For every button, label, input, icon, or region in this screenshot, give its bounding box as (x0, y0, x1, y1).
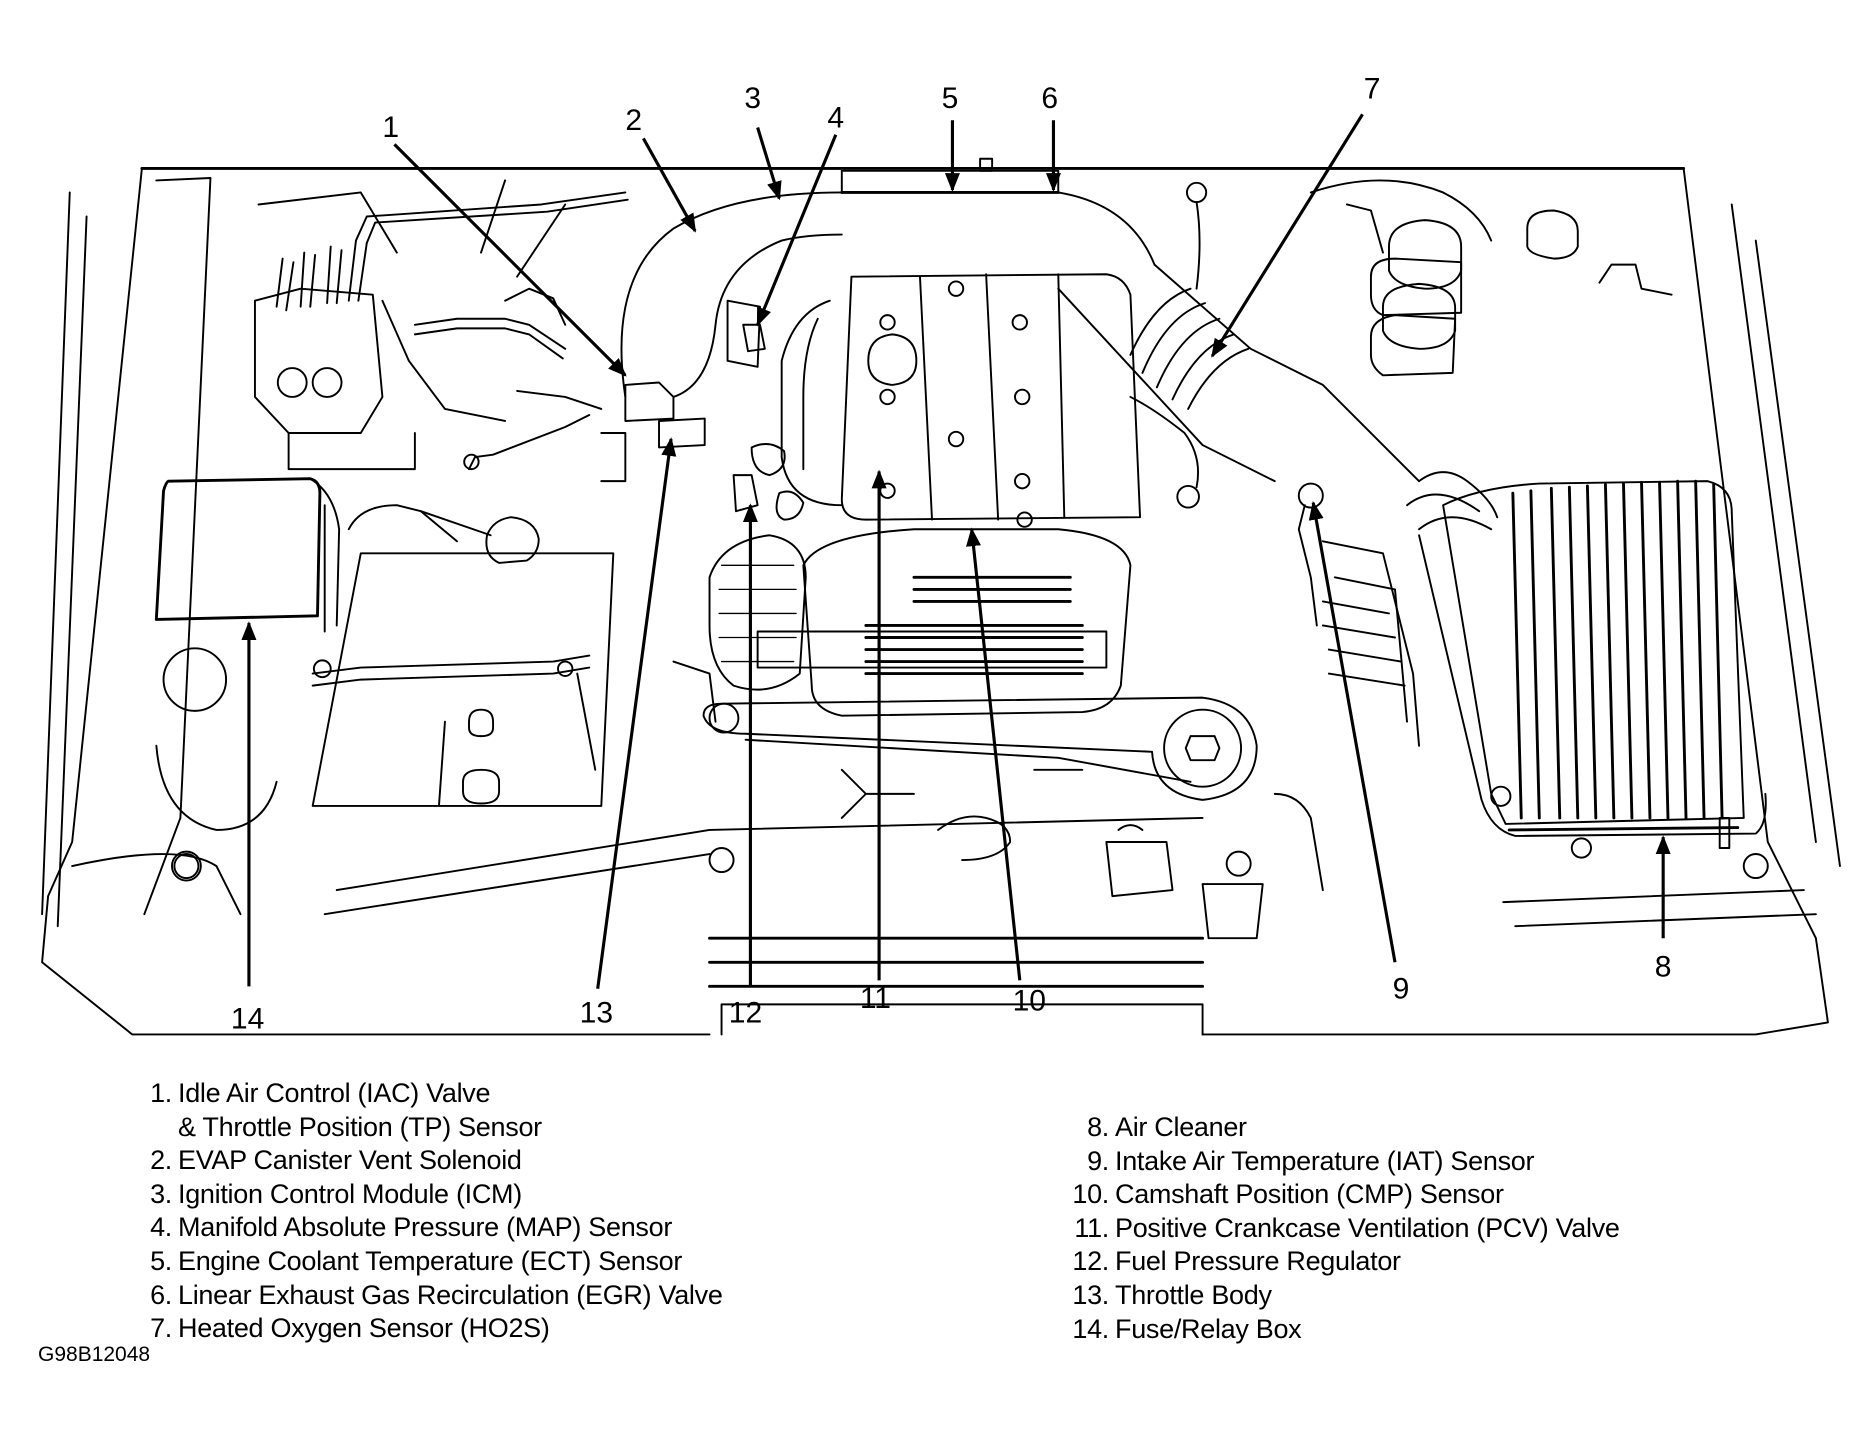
legend-item-14: 14.Fuse/Relay Box (1056, 1313, 1620, 1347)
legend-number: 11. (1074, 1212, 1109, 1243)
callout-4: 4 (827, 101, 844, 134)
legend-text: Engine Coolant Temperature (ECT) Sensor (178, 1245, 683, 1276)
legend-text: Idle Air Control (IAC) Valve (178, 1078, 491, 1108)
air-intake-bellows (1057, 263, 1499, 531)
legend-number: 13. (1072, 1279, 1109, 1310)
callout-12: 12 (729, 996, 762, 1029)
engine-lower-components (708, 768, 1324, 940)
legend-item-11: 11.Positive Crankcase Ventilation (PCV) … (1056, 1212, 1620, 1246)
legend-number: 12. (1072, 1246, 1109, 1277)
callout-leaders (241, 113, 1671, 989)
callout-2: 2 (625, 104, 642, 137)
legend-text: Heated Oxygen Sensor (HO2S) (178, 1313, 550, 1344)
engine-valve-cover (780, 273, 1142, 528)
vehicle-body-outline (41, 166, 1841, 1036)
iat-sensor-area (1129, 395, 1421, 747)
legend-text: Throttle Body (1115, 1279, 1272, 1310)
legend-text: Camshaft Position (CMP) Sensor (1115, 1179, 1504, 1210)
legend-item-2: 2.EVAP Canister Vent Solenoid (136, 1144, 723, 1178)
callout-6: 6 (1041, 82, 1058, 115)
throttle-body-area (600, 299, 805, 521)
legend-item-7: 7.Heated Oxygen Sensor (HO2S) (136, 1312, 723, 1346)
legend-text: Air Cleaner (1115, 1112, 1247, 1142)
battery (311, 504, 615, 807)
serpentine-belt (702, 696, 1258, 801)
legend-right-column: 8.Air Cleaner 9.Intake Air Temperature (… (1056, 1111, 1620, 1346)
legend-item-10: 10.Camshaft Position (CMP) Sensor (1056, 1178, 1620, 1212)
legend-number: 6. (150, 1279, 172, 1310)
legend-item-6: 6.Linear Exhaust Gas Recirculation (EGR)… (136, 1279, 723, 1313)
legend-item-3: 3.Ignition Control Module (ICM) (136, 1178, 723, 1212)
legend-number: 10. (1072, 1179, 1109, 1210)
leader-7 (1210, 113, 1364, 358)
legend-number: 5. (150, 1245, 172, 1276)
legend-number: 4. (150, 1212, 172, 1243)
legend-text: Intake Air Temperature (IAT) Sensor (1115, 1145, 1535, 1176)
leader-13 (596, 437, 677, 989)
legend-left-column: 1.Idle Air Control (IAC) Valve & Throttl… (136, 1077, 723, 1346)
legend-item-1-continued: & Throttle Position (TP) Sensor (136, 1111, 723, 1145)
legend-text: Manifold Absolute Pressure (MAP) Sensor (178, 1212, 673, 1243)
intake-air-duct (620, 157, 1156, 449)
legend-item-4: 4.Manifold Absolute Pressure (MAP) Senso… (136, 1211, 723, 1245)
legend-number: 1. (150, 1078, 172, 1108)
callout-5: 5 (942, 82, 959, 115)
fuse-relay-box (154, 477, 341, 633)
fender-bolts (173, 853, 1769, 880)
legend-item-1: 1.Idle Air Control (IAC) Valve (136, 1077, 723, 1111)
callout-10: 10 (1013, 984, 1046, 1017)
legend-item-12: 12.Fuel Pressure Regulator (1056, 1245, 1620, 1279)
alternator (672, 534, 807, 723)
legend-text: Linear Exhaust Gas Recirculation (EGR) V… (178, 1279, 723, 1310)
callout-1: 1 (382, 111, 399, 144)
callout-9: 9 (1393, 972, 1410, 1005)
legend-number: 3. (150, 1178, 172, 1209)
legend-text: EVAP Canister Vent Solenoid (178, 1145, 522, 1176)
legend-number: 2. (150, 1145, 172, 1176)
legend-text: & Throttle Position (TP) Sensor (178, 1111, 542, 1142)
figure-code: G98B12048 (38, 1343, 151, 1366)
callout-3: 3 (744, 82, 761, 115)
air-cleaner-box (1418, 479, 1767, 859)
callout-13: 13 (580, 996, 613, 1029)
legend-text: Fuse/Relay Box (1115, 1313, 1302, 1344)
callout-11: 11 (860, 982, 891, 1015)
legend-text: Fuel Pressure Regulator (1115, 1246, 1401, 1277)
callout-7: 7 (1364, 73, 1381, 106)
legend-item-5: 5.Engine Coolant Temperature (ECT) Senso… (136, 1245, 723, 1279)
legend-item-13: 13.Throttle Body (1056, 1279, 1620, 1313)
callout-numbers: 1 2 3 4 5 6 7 8 9 10 11 12 13 14 (231, 73, 1672, 1036)
wiring-harness-left (413, 179, 603, 471)
legend-number: 8. (1087, 1112, 1109, 1142)
legend-item-9: 9.Intake Air Temperature (IAT) Sensor (1056, 1145, 1620, 1179)
leader-10 (966, 527, 1022, 981)
intake-plenum (756, 528, 1132, 717)
legend-number: 9. (1087, 1145, 1109, 1176)
legend-number: 14. (1072, 1313, 1109, 1344)
leader-2 (642, 137, 697, 233)
legend-text: Positive Crankcase Ventilation (PCV) Val… (1115, 1212, 1620, 1243)
legend-item-8: 8.Air Cleaner (1056, 1111, 1620, 1145)
leader-1 (393, 143, 627, 377)
legend-text: Ignition Control Module (ICM) (178, 1178, 522, 1209)
callout-8: 8 (1655, 951, 1672, 984)
abs-modulator (253, 191, 629, 471)
legend-number: 7. (150, 1313, 172, 1344)
leader-9 (1308, 500, 1397, 963)
leader-4 (756, 134, 838, 327)
coolant-reservoir (155, 647, 278, 882)
brake-master-cylinder (1185, 179, 1673, 377)
callout-14: 14 (231, 1002, 264, 1035)
leader-3 (756, 127, 782, 201)
